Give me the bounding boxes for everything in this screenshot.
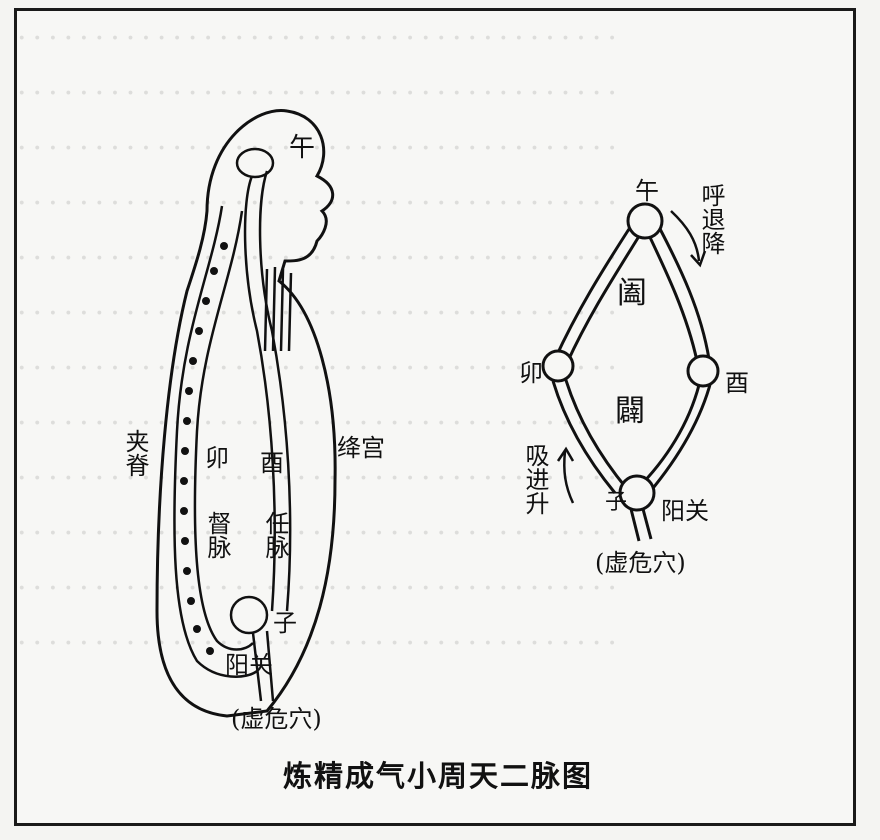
throat-hatch	[263, 266, 293, 352]
right-base-label: (虚危穴)	[595, 549, 686, 577]
circuit-edge-bottom-left	[551, 376, 629, 494]
right-ascend-label: 吸进升	[521, 443, 549, 515]
head-ring	[235, 147, 275, 179]
left-bottom-side-label: 阳关	[225, 651, 273, 679]
left-bottom-point-label: 子	[273, 609, 297, 637]
ascend-arrowhead	[556, 446, 575, 462]
node-bottom	[618, 474, 656, 512]
right-lower-label: 闢	[615, 394, 645, 429]
front-channel-inner	[258, 170, 292, 612]
circuit-diagram	[541, 202, 720, 542]
circuit-edge-top-right	[645, 226, 711, 362]
right-bottom-side-label: 阳关	[661, 497, 709, 525]
left-spine-label: 夹脊	[121, 429, 149, 477]
right-descend-label: 呼退降	[697, 183, 725, 255]
spine-channel-inner	[193, 210, 254, 651]
left-top-point-label: 午	[289, 133, 315, 163]
diagram-canvas: 午 夹脊 卯 督脉 酉 任脉 绛宫 子 阳关 (虚危穴)	[121, 109, 749, 733]
spine-channel-outer	[173, 205, 258, 678]
figure-caption: 炼精成气小周天二脉图	[282, 759, 593, 793]
left-center-label-top: 酉	[260, 449, 284, 477]
circuit-edge-bottom-right	[635, 380, 713, 494]
right-right-point-label: 酉	[725, 369, 749, 397]
right-top-point-label: 午	[635, 177, 659, 205]
node-top	[626, 202, 664, 240]
right-upper-label: 阖	[617, 276, 647, 311]
right-bottom-point-label: 子	[605, 490, 627, 515]
node-left	[541, 349, 575, 383]
body-outline	[155, 109, 337, 718]
circuit-tail	[629, 508, 653, 542]
left-figure-labels: 午 夹脊 卯 督脉 酉 任脉 绛宫 子 阳关 (虚危穴)	[121, 133, 385, 733]
right-left-point-label: 卯	[519, 359, 543, 387]
circuit-edge-top-left	[553, 228, 643, 364]
ascend-arrow	[563, 450, 575, 504]
background-bleed-text: ······································· …	[17, 21, 623, 661]
descend-arrowhead	[690, 250, 707, 268]
left-right-label: 绛宫	[337, 434, 385, 462]
left-front-channel-label: 督脉	[203, 511, 231, 559]
left-front-channel-left-label: 卯	[205, 444, 229, 472]
front-channel-outer	[243, 175, 276, 612]
base-channel	[251, 630, 275, 702]
descend-arrow	[670, 210, 701, 262]
left-center-label: 任脉	[261, 511, 289, 559]
lower-dantian-circle	[229, 595, 269, 635]
body-figure	[155, 109, 337, 718]
left-base-label: (虚危穴)	[231, 705, 322, 733]
right-figure-labels: 午 呼退降 阖 卯 酉 闢 吸进升 子 阳关 (虚危穴)	[519, 177, 749, 577]
node-right	[686, 354, 720, 388]
spine-dots	[180, 242, 228, 655]
figure-frame: ······································· …	[14, 8, 856, 826]
